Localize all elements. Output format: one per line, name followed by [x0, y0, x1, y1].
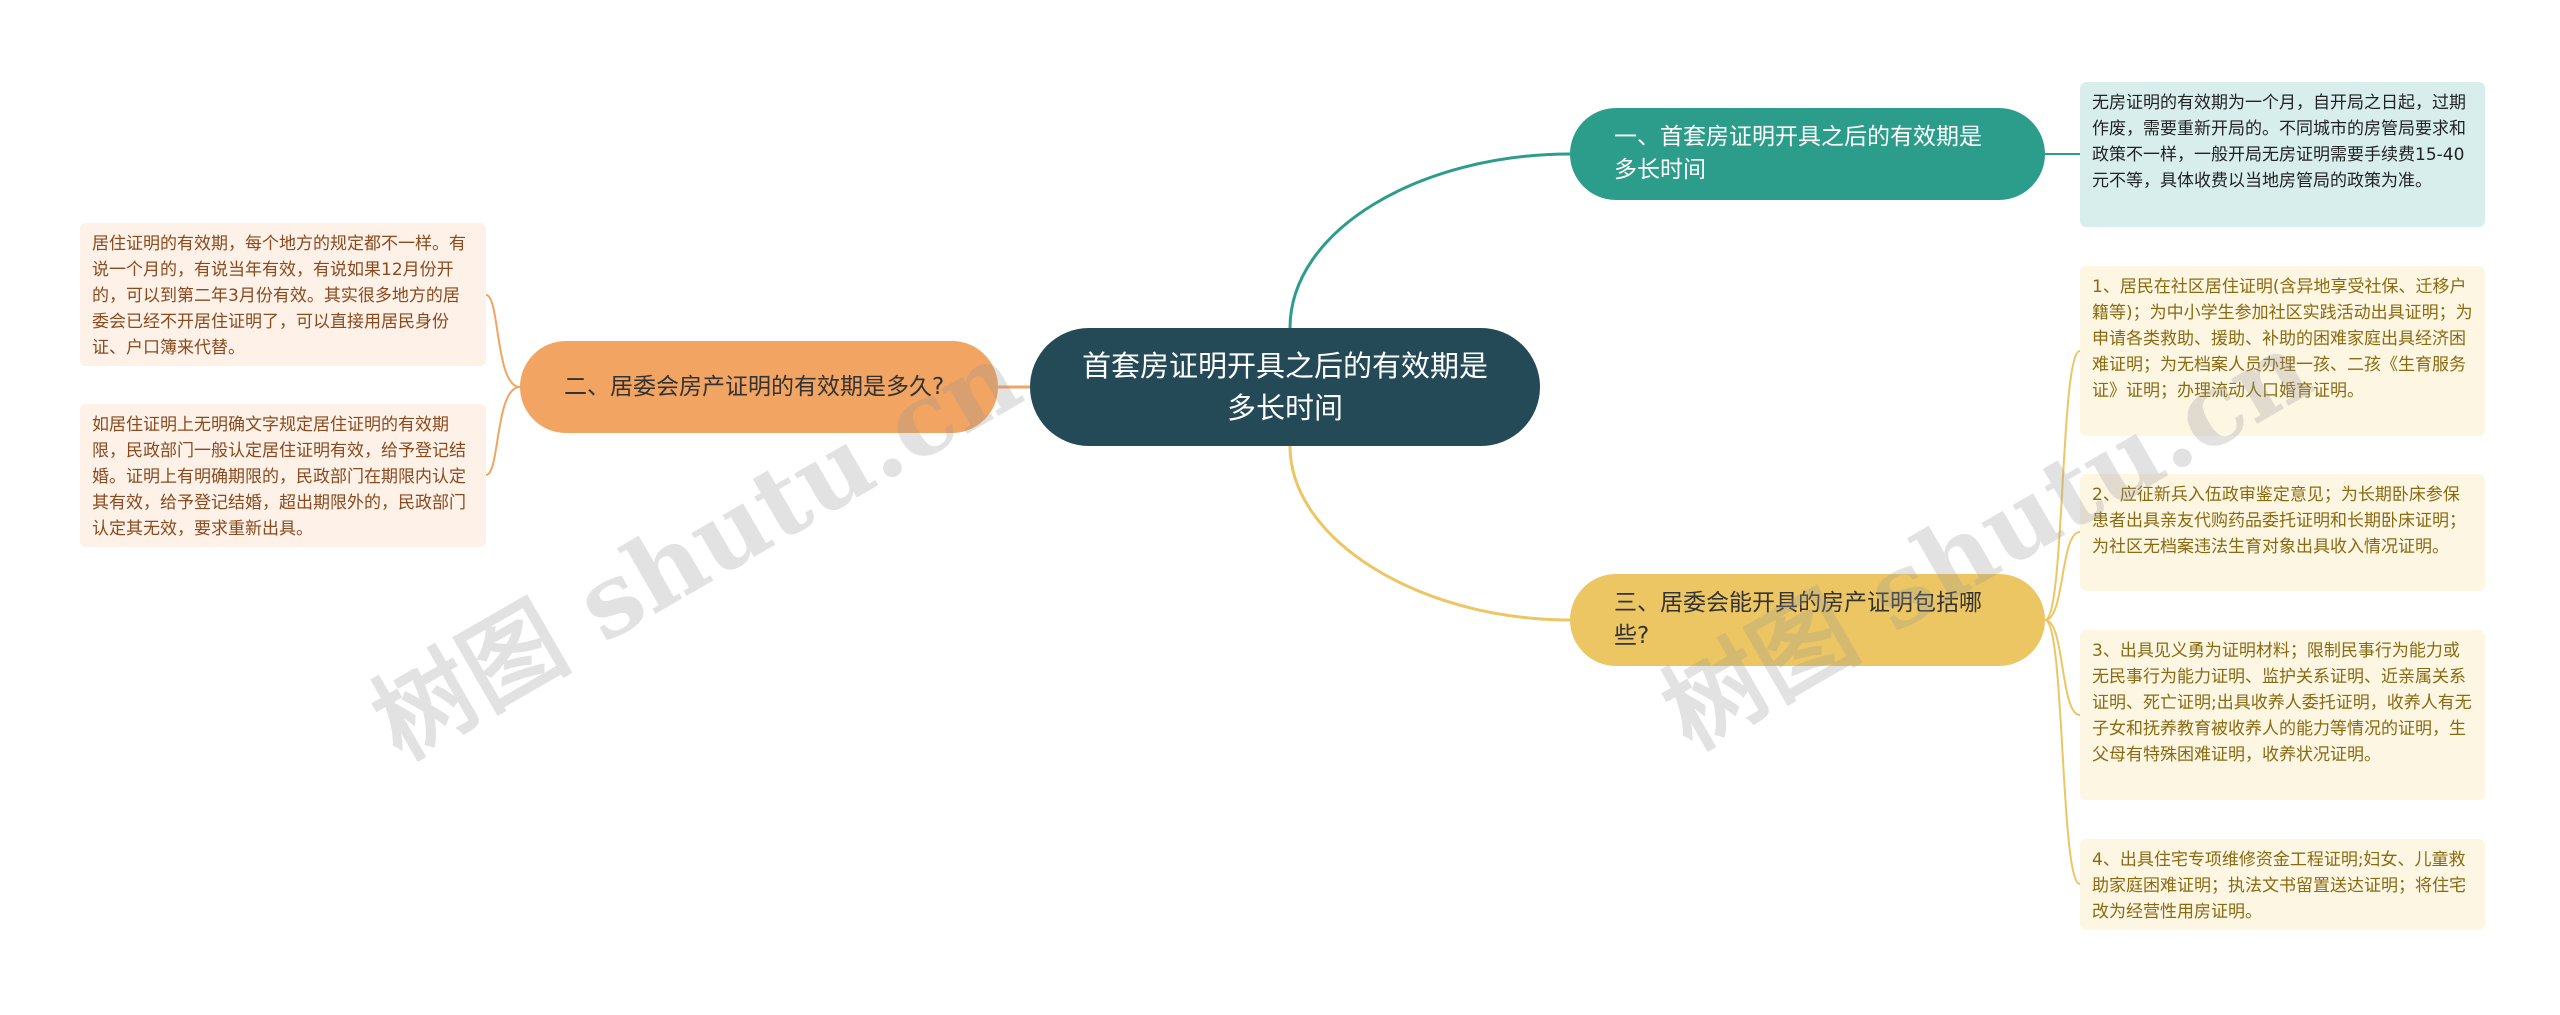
leaf-topic-3-1[interactable]: 1、居民在社区居住证明(含异地享受社保、迁移户籍等)；为中小学生参加社区实践活动… — [2080, 266, 2485, 436]
connector-center-to-branch-3 — [1288, 445, 1571, 622]
branch-topic-3[interactable]: 三、居委会能开具的房产证明包括哪些? — [1570, 574, 2045, 666]
leaf-topic-2-1[interactable]: 居住证明的有效期，每个地方的规定都不一样。有说一个月的，有说当年有效，有说如果1… — [80, 223, 486, 366]
leaf-topic-3-4[interactable]: 4、出具住宅专项维修资金工程证明;妇女、儿童救助家庭困难证明；执法文书留置送达证… — [2080, 839, 2485, 930]
leaf-topic-2-2[interactable]: 如居住证明上无明确文字规定居住证明的有效期限，民政部门一般认定居住证明有效，给予… — [80, 404, 486, 547]
connector-branch-2-to-leaves — [485, 294, 521, 476]
leaf-topic-3-3[interactable]: 3、出具见义勇为证明材料；限制民事行为能力或无民事行为能力证明、监护关系证明、近… — [2080, 630, 2485, 800]
connector-branch-3-to-leaves — [2044, 350, 2081, 885]
central-topic[interactable]: 首套房证明开具之后的有效期是多长时间 — [1030, 328, 1540, 446]
leaf-topic-1-1[interactable]: 无房证明的有效期为一个月，自开局之日起，过期作废，需要重新开局的。不同城市的房管… — [2080, 82, 2485, 227]
leaf-topic-3-2[interactable]: 2、应征新兵入伍政审鉴定意见；为长期卧床参保患者出具亲友代购药品委托证明和长期卧… — [2080, 474, 2485, 591]
branch-topic-2[interactable]: 二、居委会房产证明的有效期是多久? — [520, 341, 998, 433]
connector-center-to-branch-1 — [1288, 152, 1571, 329]
branch-topic-1[interactable]: 一、首套房证明开具之后的有效期是多长时间 — [1570, 108, 2045, 200]
